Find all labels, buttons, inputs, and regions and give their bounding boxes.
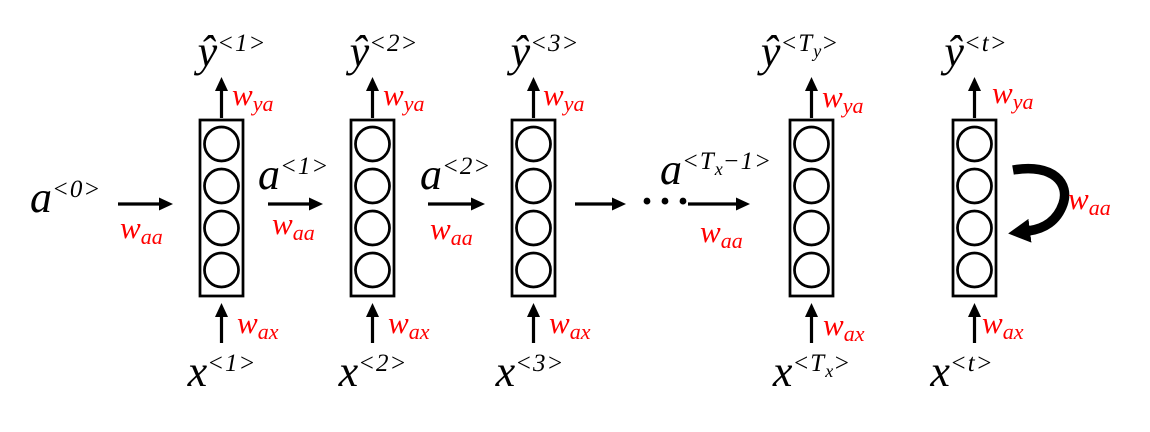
neuron-circle	[956, 209, 993, 247]
neuron-circle	[956, 125, 993, 163]
recurrent-loop-arrow	[1008, 163, 1070, 243]
weight-label-waa-2: waa	[430, 211, 473, 250]
neuron-circle	[793, 125, 830, 163]
neuron-circle	[793, 167, 830, 205]
neuron-circle	[203, 251, 240, 289]
weight-label-wax-1: wax	[237, 305, 279, 344]
weight-label-waa-3: waa	[700, 214, 743, 253]
weight-label-wax-2: wax	[388, 305, 430, 344]
input-label-5: x<t>	[930, 347, 994, 396]
weight-label-waa-0: waa	[120, 210, 163, 249]
weight-label-wya-5: wya	[992, 75, 1034, 114]
rnn-cell-3	[510, 118, 557, 298]
weight-label-wax-5: wax	[982, 305, 1024, 344]
input-label-1: x<1>	[187, 347, 257, 396]
output-label-5: ŷ<t>	[944, 27, 1008, 76]
weight-label-waa-1: waa	[272, 206, 315, 245]
neuron-circle	[515, 125, 552, 163]
input-label-2: x<2>	[338, 347, 408, 396]
weight-label-wya-3: wya	[543, 77, 585, 116]
neuron-circle	[515, 167, 552, 205]
weight-label-wya-1: wya	[232, 77, 274, 116]
neuron-circle	[203, 209, 240, 247]
activation-label-0: a<0>	[30, 173, 102, 222]
weight-label-wax-4: wax	[823, 307, 865, 346]
neuron-circle	[793, 251, 830, 289]
rnn-cell-1	[198, 118, 245, 298]
output-label-1: ŷ<1>	[197, 27, 267, 76]
neuron-circle	[354, 251, 391, 289]
output-label-2: ŷ<2>	[349, 27, 419, 76]
neuron-circle	[354, 209, 391, 247]
neuron-circle	[793, 209, 830, 247]
neuron-circle	[515, 209, 552, 247]
activation-label-3: a<Tx−1>	[660, 145, 773, 194]
output-label-4: ŷ<Ty>	[760, 27, 840, 76]
rnn-cell-2	[349, 118, 396, 298]
neuron-circle	[203, 167, 240, 205]
input-label-3: x<3>	[495, 347, 565, 396]
weight-label-waa-loop: waa	[1068, 181, 1111, 220]
rnn-cell-5	[951, 118, 998, 298]
activation-label-2: a<2>	[420, 150, 492, 199]
weight-label-wax-3: wax	[549, 305, 591, 344]
activation-label-1: a<1>	[258, 150, 330, 199]
ellipsis: ···	[640, 179, 695, 225]
output-label-3: ŷ<3>	[510, 27, 580, 76]
neuron-circle	[515, 251, 552, 289]
neuron-circle	[354, 125, 391, 163]
rnn-cell-4	[788, 118, 835, 298]
weight-label-wya-2: wya	[383, 77, 425, 116]
weight-label-wya-4: wya	[822, 79, 864, 118]
neuron-circle	[354, 167, 391, 205]
neuron-circle	[203, 125, 240, 163]
neuron-circle	[956, 167, 993, 205]
neuron-circle	[956, 251, 993, 289]
input-label-4: x<Tx>	[772, 347, 852, 396]
